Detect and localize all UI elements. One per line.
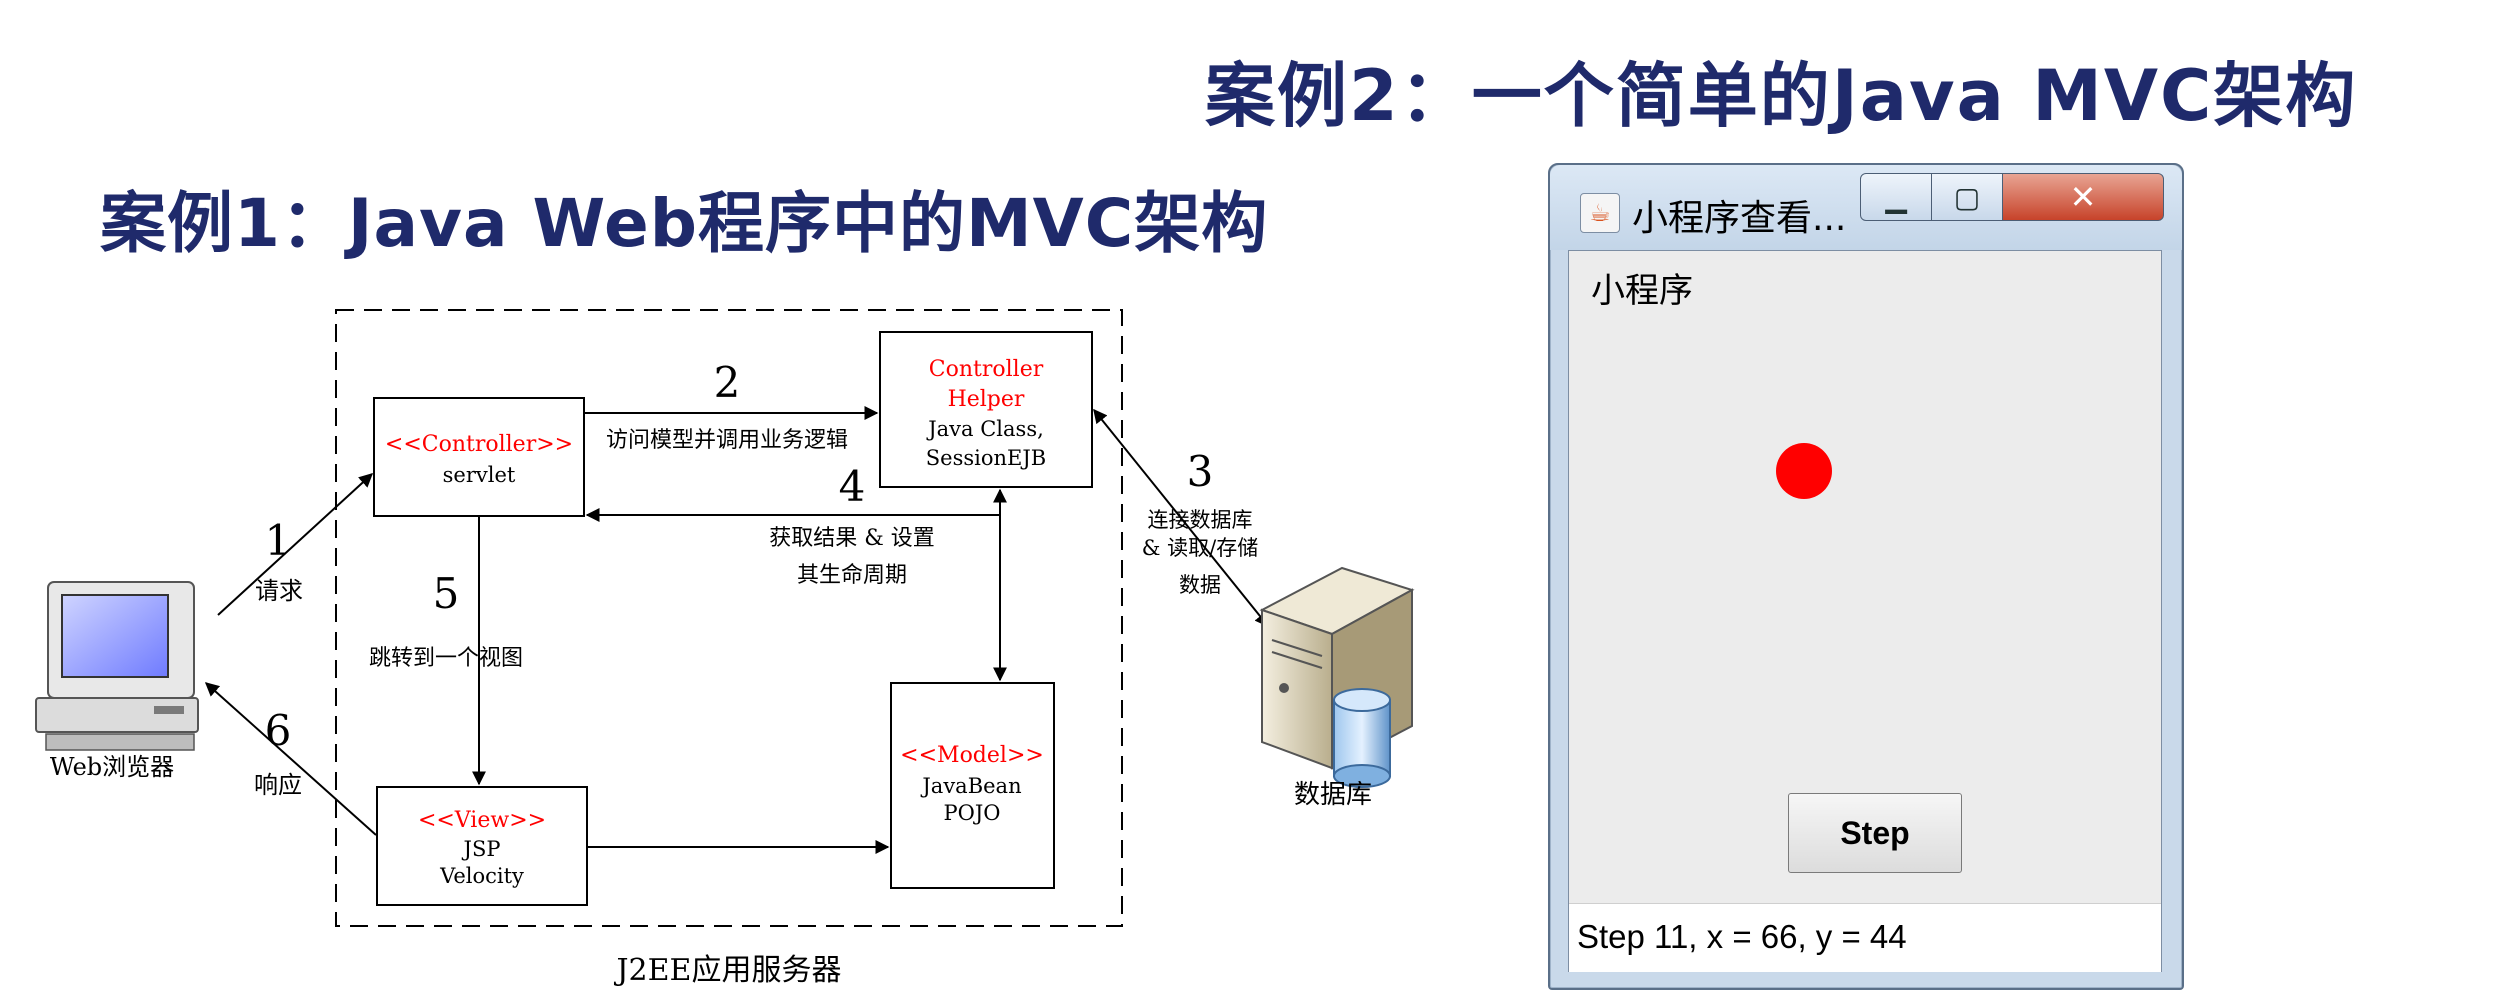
arrow-3 bbox=[1093, 408, 1269, 628]
step-6-number: 6 bbox=[265, 706, 292, 755]
helper-line4: SessionEJB bbox=[926, 446, 1046, 470]
window-title: 小程序查看... bbox=[1632, 198, 1847, 239]
controller-box bbox=[373, 397, 585, 517]
step-3-label-line3: 数据 bbox=[1179, 573, 1221, 597]
app-server-label: J2EE应用服务器 bbox=[614, 953, 842, 988]
applet-label: 小程序 bbox=[1591, 271, 1693, 311]
helper-line1: Controller bbox=[929, 357, 1044, 382]
browser-label: Web浏览器 bbox=[50, 753, 174, 781]
step-6-label: 响应 bbox=[254, 771, 302, 799]
computer-icon bbox=[35, 581, 199, 751]
applet-content: 小程序 Step Step 11, x = 66, y = 44 bbox=[1568, 250, 2162, 972]
model-line2: POJO bbox=[944, 801, 1001, 825]
controller-name: servlet bbox=[443, 463, 516, 487]
maximize-icon[interactable]: ▢ bbox=[1931, 173, 2003, 221]
model-stereotype: <<Model>> bbox=[900, 743, 1044, 768]
step-1-label: 请求 bbox=[255, 577, 303, 605]
status-text: Step 11, x = 66, y = 44 bbox=[1577, 918, 1907, 955]
step-2-number: 2 bbox=[714, 358, 741, 407]
minimize-icon[interactable]: ▁ bbox=[1860, 173, 1932, 221]
step-1-number: 1 bbox=[265, 516, 292, 565]
controller-stereotype: <<Controller>> bbox=[385, 432, 573, 457]
database-label: 数据库 bbox=[1294, 780, 1372, 810]
step-3-number: 3 bbox=[1187, 447, 1214, 496]
step-5-number: 5 bbox=[433, 569, 460, 618]
step-button[interactable]: Step bbox=[1788, 793, 1962, 873]
controller-helper-box bbox=[879, 331, 1093, 488]
database-server-icon bbox=[1259, 566, 1415, 788]
step-4-number: 4 bbox=[839, 462, 866, 511]
mvc-diagram: J2EE应用服务器 <<Controller>> servlet Control… bbox=[35, 309, 1415, 988]
step-3-label-line2: & 读取/存储 bbox=[1142, 536, 1258, 560]
helper-line2: Helper bbox=[948, 387, 1025, 412]
view-line1: JSP bbox=[462, 837, 501, 861]
case2-title: 案例2：一个简单的Java MVC架构 bbox=[1205, 55, 2358, 137]
view-line2: Velocity bbox=[439, 864, 524, 888]
applet-viewer-window: ☕ 小程序查看... ▁ ▢ ✕ 小程序 Step Step 11, x = 6… bbox=[1548, 163, 2184, 990]
java-cup-icon: ☕ bbox=[1580, 193, 1620, 233]
status-bar: Step 11, x = 66, y = 44 bbox=[1569, 903, 2161, 972]
arrow-1 bbox=[217, 473, 374, 616]
step-4-label-line2: 其生命周期 bbox=[797, 563, 907, 588]
close-icon[interactable]: ✕ bbox=[2002, 173, 2164, 221]
step-2-label: 访问模型并调用业务逻辑 bbox=[606, 428, 848, 453]
red-ball bbox=[1776, 443, 1832, 499]
model-line1: JavaBean bbox=[920, 774, 1021, 798]
step-5-label: 跳转到一个视图 bbox=[369, 646, 523, 671]
arrow-6 bbox=[204, 682, 377, 836]
view-stereotype: <<View>> bbox=[418, 808, 546, 833]
helper-line3: Java Class, bbox=[926, 417, 1044, 441]
window-titlebar[interactable]: ☕ 小程序查看... ▁ ▢ ✕ bbox=[1550, 165, 2182, 250]
model-box bbox=[890, 682, 1055, 889]
step-3-label-line1: 连接数据库 bbox=[1148, 508, 1253, 532]
case1-title: 案例1：Java Web程序中的MVC架构 bbox=[100, 185, 1269, 262]
step-4-label-line1: 获取结果 & 设置 bbox=[769, 526, 935, 551]
